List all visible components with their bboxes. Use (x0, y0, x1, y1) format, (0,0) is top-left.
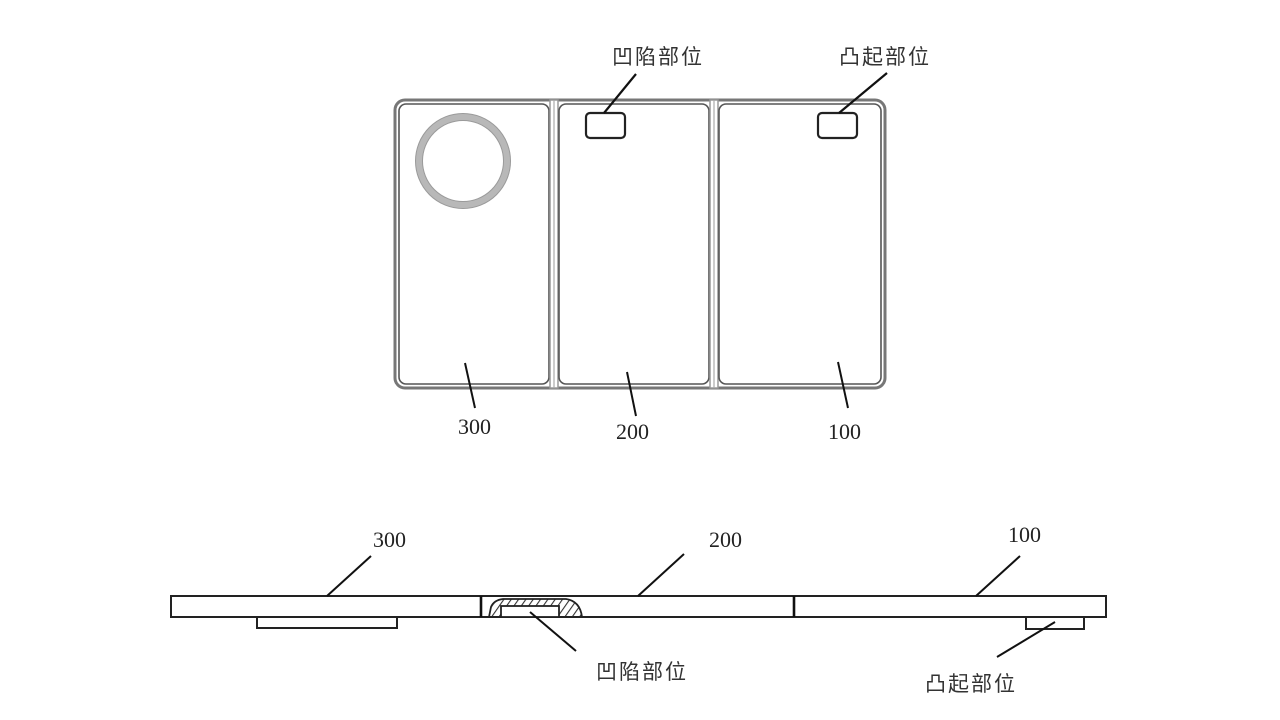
recess-leader (603, 73, 637, 114)
panel-300 (398, 103, 550, 385)
side-recess-label: 凹陷部位 (596, 660, 688, 684)
leader-300-side (326, 555, 372, 597)
side-ring-bump (256, 616, 398, 629)
leader-200-side (637, 553, 685, 597)
top-view (393, 72, 888, 417)
side-view (170, 553, 1107, 658)
side-label-200: 200 (709, 527, 742, 552)
side-panel-300 (170, 595, 482, 618)
side-recess-leader (529, 611, 577, 652)
device-outline (393, 98, 887, 390)
side-panel-100 (793, 595, 1107, 618)
leader-300-top (464, 362, 476, 409)
recess-marker (584, 111, 627, 140)
protrusion-leader (838, 72, 888, 114)
protrusion-marker (816, 111, 859, 140)
leader-100-top (837, 361, 849, 409)
top-label-200: 200 (616, 419, 649, 444)
panel-200 (558, 103, 710, 385)
side-protrusion-label: 凸起部位 (925, 672, 1017, 696)
side-recess-section (487, 598, 584, 618)
side-label-100: 100 (1008, 522, 1041, 547)
top-label-100: 100 (828, 419, 861, 444)
leader-200-top (626, 371, 637, 417)
top-protrusion-label: 凸起部位 (839, 45, 931, 69)
panel-100 (718, 103, 882, 385)
camera-ring-icon (415, 113, 511, 209)
side-label-300: 300 (373, 527, 406, 552)
side-protrusion-leader (996, 621, 1056, 658)
leader-100-side (975, 555, 1021, 597)
top-recess-label: 凹陷部位 (612, 45, 704, 69)
top-label-300: 300 (458, 414, 491, 439)
